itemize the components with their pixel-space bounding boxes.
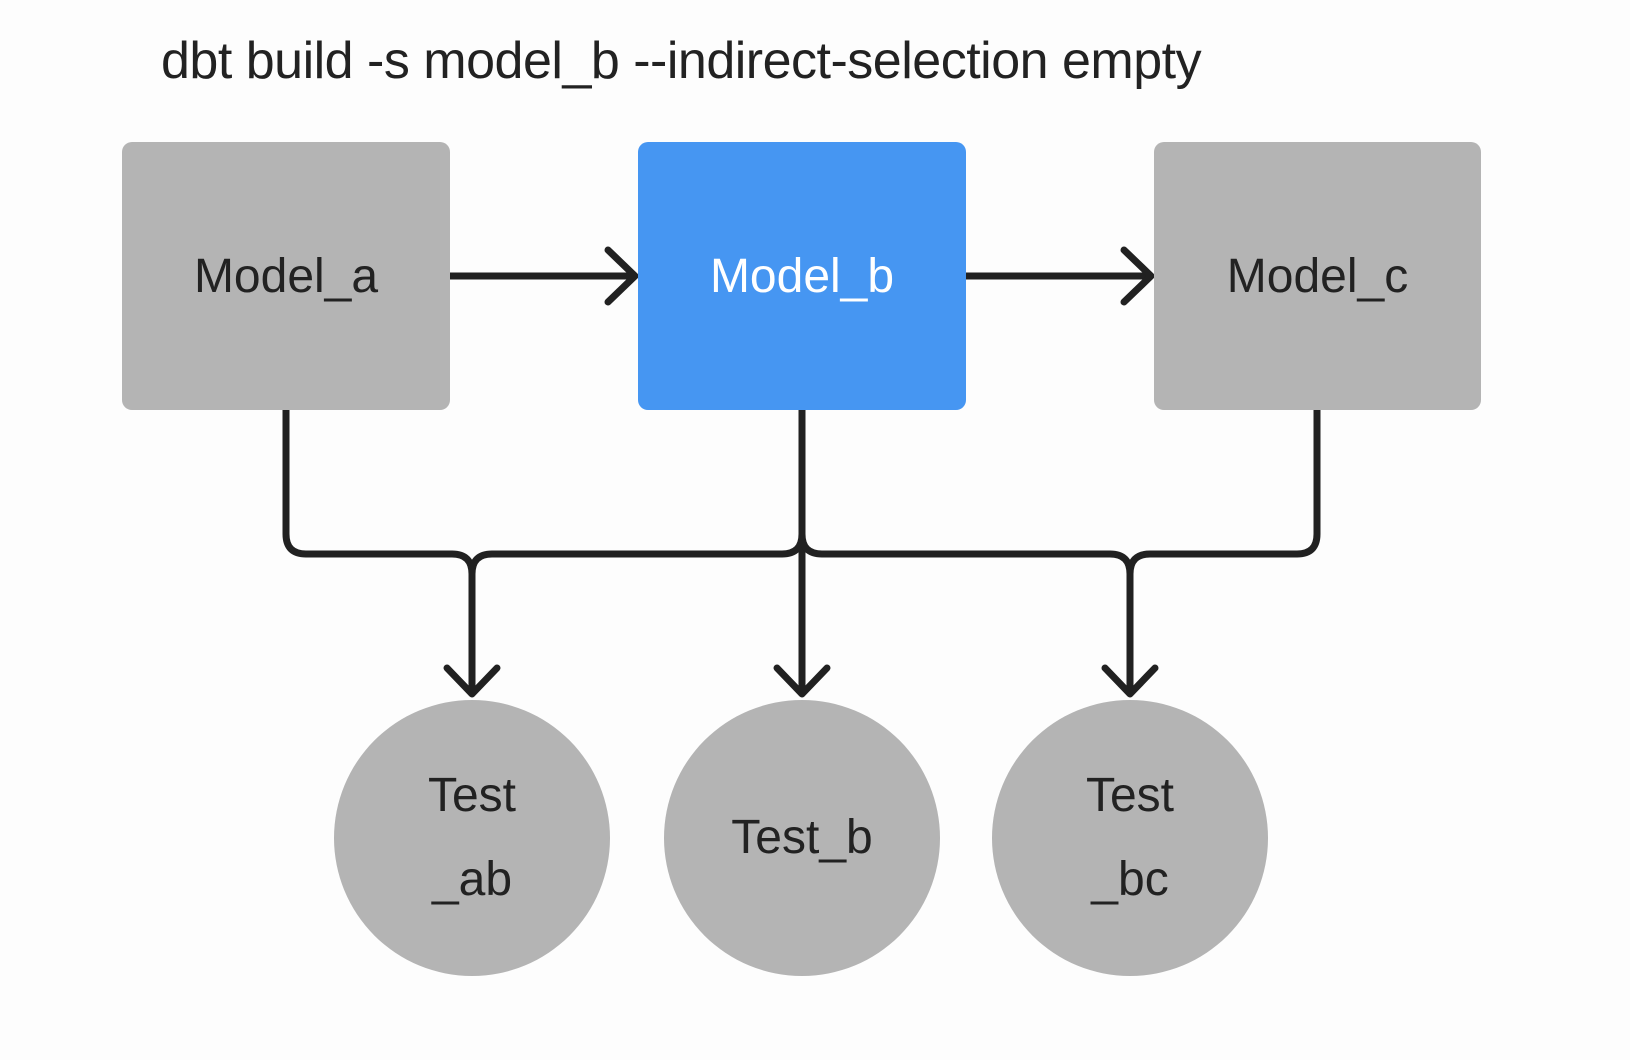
node-test-b-label: Test_b	[731, 811, 873, 864]
arrowhead-model-c-icon	[1120, 246, 1155, 306]
node-model-a: Model_a	[122, 142, 450, 410]
node-model-c-label: Model_c	[1226, 249, 1409, 303]
edge-model-a-to-test-ab	[282, 406, 476, 690]
node-test-bc: Test _bc	[992, 700, 1268, 976]
arrowhead-test-ab-icon	[443, 664, 501, 698]
edge-model-b-to-test-bc	[798, 406, 1134, 690]
node-test-ab: Test _ab	[334, 700, 610, 976]
node-model-b: Model_b	[638, 142, 966, 410]
node-model-c: Model_c	[1154, 142, 1481, 410]
node-model-a-label: Model_a	[193, 249, 379, 303]
node-test-b: Test_b	[664, 700, 940, 976]
arrowhead-test-bc-icon	[1101, 664, 1159, 698]
node-model-b-label: Model_b	[709, 249, 895, 303]
node-test-bc-label: Test _bc	[1085, 769, 1175, 906]
arrowhead-model-b-icon	[604, 246, 639, 306]
diagram-title: dbt build -s model_b --indirect-selectio…	[161, 32, 1202, 90]
edge-model-c-to-test-bc	[1126, 406, 1321, 690]
arrowhead-test-b-icon	[773, 664, 831, 698]
edge-model-b-to-test-ab	[468, 406, 806, 690]
node-test-ab-label: Test _ab	[427, 769, 517, 906]
